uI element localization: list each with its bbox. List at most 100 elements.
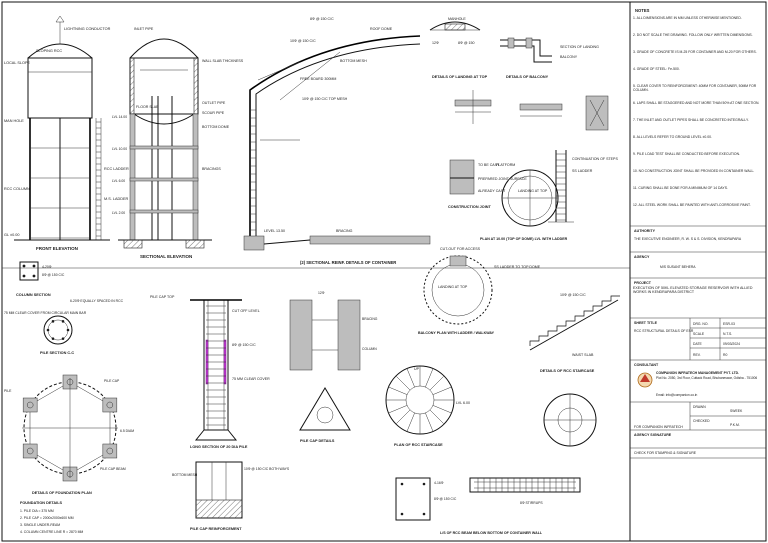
note-item: 12. ALL STEEL WORK SHALL BE PAINTED WITH… <box>633 203 751 207</box>
se-lvl-10: LVL 10.00 <box>112 147 127 151</box>
pile-bar <box>61 337 65 340</box>
long-section-pile: CUT OFF LEVEL PILE CAP TOP 8Φ @ 150 C/C … <box>150 295 270 449</box>
note-text: 2. DO NOT SCALE THE DRAWING. FOLLOW ONLY… <box>633 33 753 37</box>
agency-label: AGENCY <box>634 255 650 259</box>
front-elevation: LIGHTNING CONDUCTOR SLOPING RCC LOCAL SL… <box>4 15 129 251</box>
rsp-label-2: LVL 6.00 <box>456 401 470 405</box>
stair-tread <box>388 405 408 414</box>
construction-joint-title: CONSTRUCTION JOINT <box>448 205 492 209</box>
cd-label-2: 10Φ @ 150 C/C <box>290 39 316 43</box>
note-text: 1. ALL DIMENSIONS ARE IN MM UNLESS OTHER… <box>633 16 742 20</box>
project-text: EXECUTION OF 50KL ELEVATED STORAGE RESER… <box>633 286 753 295</box>
foundation-plan-title: DETAILS OF FOUNDATION PLAN <box>32 491 92 495</box>
se-label-bracings: BRACINGS <box>202 167 221 171</box>
bottom-beam-detail: 4-16Φ 8Φ @ 150 C/C 8Φ STIRRUPS L/S OF RC… <box>395 477 581 535</box>
cs-label-2: 8Φ @ 150 C/C <box>42 273 65 277</box>
drawn-label: DRAWN <box>693 405 706 409</box>
note-item: 1. ALL DIMENSIONS ARE IN MM UNLESS OTHER… <box>633 16 742 20</box>
bd-label-2: BALCONY <box>560 55 578 59</box>
consultant-address: Plot No. 2050, 3rd Floor, Cuttack Road, … <box>656 376 758 380</box>
pile <box>106 401 114 409</box>
pile-bar <box>51 320 55 323</box>
platform-plan: PLATFORM LANDING AT TOP PLAN AT 10.00 (T… <box>480 163 568 241</box>
fe-label-sloping: SLOPING RCC <box>36 49 62 53</box>
fe-label-rcc-ladder: RCC LADDER <box>104 167 129 171</box>
stair-tread <box>395 409 411 425</box>
pcd-label-1: 12Φ <box>318 291 325 295</box>
container-reinforcement-detail: 8Φ @ 150 C/C 10Φ @ 150 C/C BOTTOM MESH 1… <box>243 17 431 265</box>
column-section-title: COLUMN SECTION <box>16 293 51 297</box>
cj-label-3: ALREADY CAST <box>478 189 506 193</box>
stair-tread <box>432 386 452 395</box>
note-text: 12. ALL STEEL WORK SHALL BE PAINTED WITH… <box>633 203 751 207</box>
note-item: 5. CLEAR COVER TO REINFORCEMENT: 40MM FO… <box>633 84 756 92</box>
approval-footer: CHECK FOR STAMPING & SIGNATURE <box>634 451 697 455</box>
row-label-4: REV. <box>693 353 701 357</box>
bb-label-2: 8Φ @ 150 C/C <box>434 497 457 501</box>
notes-heading: NOTES <box>635 8 650 13</box>
row-value-4: R0 <box>723 353 727 357</box>
consultant-contact: Email: info@companion.co.in <box>656 393 698 397</box>
fd-item-1: 1. PILE DIA = 375 MM <box>20 509 54 513</box>
note-item: 11. CURING SHALL BE DONE FOR A MINIMUM O… <box>633 186 728 190</box>
note-text: 6. LAPS SHALL BE STAGGERED AND NOT MORE … <box>633 101 760 105</box>
ladder-elevation: CONTINUATION OF STEPS SS LADDER <box>548 150 618 223</box>
rsp-label-1: UP <box>414 367 420 371</box>
balcony-detail: SECTION OF LANDING BALCONY DETAILS OF BA… <box>500 37 599 79</box>
fd-item-2: 2. PILE CAP = 2000x2000x600 MM <box>20 516 74 520</box>
ps-label-1: 6-20Φ EQUALLY SPACED IN RCC <box>70 299 124 303</box>
cd-label-4: 10Φ @ 150 C/C TOP MESH <box>302 97 348 101</box>
landing-detail <box>454 90 609 131</box>
bp-label-2: SS LADDER TO TOP DOME <box>494 265 541 269</box>
pile-cap <box>102 397 118 413</box>
fd-item-4: 4. COLUMN CENTRE LINE R = 2870 MM <box>20 530 83 534</box>
bottom-beam-title: L/S OF RCC BEAM BELOW BOTTOM OF CONTAINE… <box>440 531 543 535</box>
mh-label-2: 12Φ <box>432 41 439 45</box>
fp-label-4: 6.5 DIAM <box>120 429 134 433</box>
fe-label-column: RCC COLUMN <box>4 187 30 191</box>
se-label-outlet: OUTLET PIPE <box>202 101 226 105</box>
pile <box>26 447 34 455</box>
stair-tread <box>406 368 415 388</box>
pile-bar <box>46 328 50 332</box>
fp-label-1: PILE CAP <box>104 379 120 383</box>
manhole-details: MANHOLE 12Φ 8Φ @ 150 DETAILS OF LANDING … <box>429 17 488 79</box>
column-section: 4-20Φ 8Φ @ 150 C/C COLUMN SECTION <box>16 261 65 297</box>
balcony-plan: CUT-OUT FOR ACCESS SS LADDER TO TOP DOME… <box>418 247 541 335</box>
note-text: 4. GRADE OF STEEL: Fe-500. <box>633 67 680 71</box>
ps-label-2: 75 MM CLEAR COVER FROM CIRCULAR MAIN BAR <box>4 311 87 315</box>
pile-cap-details-title: PILE CAP DETAILS <box>300 439 335 443</box>
drawn-value: SWEEK <box>730 409 743 413</box>
cj-label-2: PREPARED JOINT SURFACE <box>478 177 527 181</box>
fe-label-gl: GL ±0.00 <box>4 233 19 237</box>
authority-text: THE EXECUTIVE ENGINEER, R. W. S & S. DIV… <box>634 237 742 241</box>
agency-text: M/S SUSANT BEHERA <box>660 265 696 269</box>
bp-label-1: CUT-OUT FOR ACCESS <box>440 247 481 251</box>
sheet-title-label: SHEET TITLE <box>634 321 658 325</box>
title-rows: DRG. NO. ESR-03 SCALE N.T.S. DATE 09/03/… <box>690 318 766 360</box>
stair-tread <box>432 405 452 414</box>
bb-label-1: 4-16Φ <box>434 481 444 485</box>
mh-label-3: 8Φ @ 150 <box>458 41 475 45</box>
row-value-1: ESR-03 <box>723 322 735 326</box>
row-label-3: DATE <box>693 342 703 346</box>
sectional-elevation-title: SECTIONAL ELEVATION <box>140 254 192 259</box>
fd-item-3: 3. SINGLE UNDER-REAM <box>20 523 60 527</box>
cs-label-1: 4-20Φ <box>42 265 52 269</box>
note-text: 10. NO CONSTRUCTION JOINT SHALL BE PROVI… <box>633 169 755 173</box>
row-value-3: 09/03/2024 <box>723 342 740 346</box>
rcc-staircase-detail-title: DETAILS OF RCC STAIRCASE <box>540 369 595 373</box>
stair-tread <box>406 412 415 432</box>
se-lvl-2: LVL 2.00 <box>112 211 125 215</box>
stair-tread <box>388 386 408 395</box>
pile-cap <box>22 397 38 413</box>
note-item: 8. ALL LEVELS REFER TO GROUND LEVEL ±0.0… <box>633 135 712 139</box>
foundation-details: FOUNDATION DETAILS 1. PILE DIA = 375 MM … <box>20 501 83 534</box>
note-text: 7. THE INLET AND OUTLET PIPES SHALL BE C… <box>633 118 749 122</box>
sectional-elevation: INLET PIPE WALL SLAB THICKNESS OUTLET PI… <box>112 27 244 259</box>
note-item: 4. GRADE OF STEEL: Fe-500. <box>633 67 680 71</box>
foundation-plan: PILE CAP PILE PILE CAP BEAM 6.5 DIAM DET… <box>4 374 134 495</box>
fe-label-ms-ladder: M.S. LADDER <box>104 197 129 201</box>
stair-tread <box>429 375 445 391</box>
consultant-label: CONSULTANT <box>634 363 659 367</box>
